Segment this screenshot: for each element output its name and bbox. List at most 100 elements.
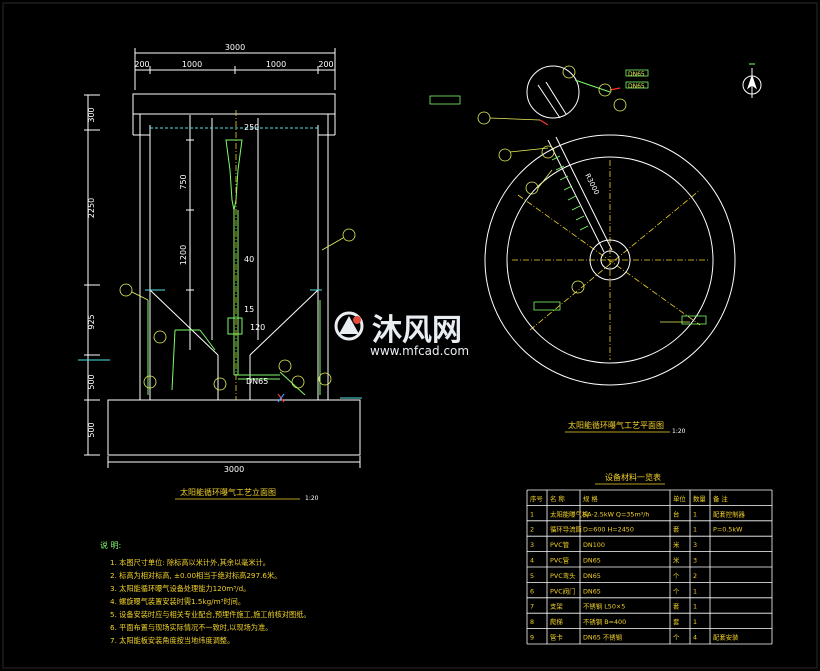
table-cell: 套 — [673, 617, 680, 626]
notes-block: 说 明: 1. 本图尺寸单位: 除标高以米计外,其余以毫米计。 2. 标高为相对… — [100, 540, 311, 645]
table-cell: 太阳能曝气机 — [550, 509, 589, 518]
plan-dim-radius: R3000 — [583, 172, 600, 196]
table-cell: 米 — [673, 556, 680, 565]
table-cell: 4 — [530, 557, 534, 565]
table-cell: 1 — [693, 510, 697, 518]
notes-heading: 说 明: — [100, 540, 121, 550]
dim-top-1: 200 — [134, 60, 149, 69]
dim-bottom: 3000 — [224, 465, 244, 474]
table-cell: PVC管 — [550, 540, 569, 549]
table-cell: 配套控制器 — [713, 509, 746, 518]
dim-top-3: 1000 — [266, 60, 286, 69]
table-cell: 爬梯 — [550, 617, 563, 626]
dim-top-2: 1000 — [182, 60, 202, 69]
notes-item-5: 5. 设备安装时应与相关专业配合,预埋件施工,施工前核对图纸。 — [110, 610, 311, 619]
dim-center-3: 1200 — [179, 245, 188, 265]
north-marker-icon — [747, 63, 757, 98]
dim-center-1: 250 — [244, 123, 259, 132]
table-cell: 配套安装 — [713, 633, 739, 642]
plan-label-boxes — [429, 69, 707, 325]
table-cell: 9 — [530, 634, 534, 642]
table-cell: 4 — [693, 634, 697, 642]
table-header-cell: 备 注 — [713, 494, 728, 503]
table-cell: PVC管 — [550, 556, 569, 565]
table-cell: 1 — [693, 603, 697, 611]
equipment-table-title: 设备材料一览表 — [605, 472, 661, 482]
table-cell: 1 — [693, 587, 697, 595]
plan-view — [484, 65, 762, 386]
table-cell: 8 — [530, 618, 534, 626]
table-cell: D=600 H=2450 — [583, 526, 634, 534]
dim-left-5: 500 — [87, 422, 96, 437]
notes-item-3: 3. 太阳能循环曝气设备处理能力120m³/d。 — [110, 584, 250, 593]
table-cell: 2 — [693, 572, 697, 580]
plan-label-dn65-a: DN65 — [628, 71, 645, 78]
table-cell: 米 — [673, 540, 680, 549]
dim-left-4: 500 — [87, 374, 96, 389]
table-cell: 套 — [673, 525, 680, 534]
table-cell: 3 — [693, 557, 697, 565]
table-cell: 6 — [530, 587, 534, 595]
dim-center-2: 750 — [179, 174, 188, 189]
plan-callouts — [477, 65, 690, 323]
front-view-scale: 1:20 — [305, 495, 319, 502]
dim-left-1: 300 — [87, 107, 96, 122]
table-cell: DN65 — [583, 572, 601, 580]
front-elevation — [84, 48, 361, 468]
table-cell: 个 — [673, 587, 680, 595]
dim-center-4: 40 — [244, 255, 254, 264]
table-header-cell: 名 称 — [550, 494, 565, 503]
table-cell: DN65 不锈钢 — [583, 633, 622, 642]
table-cell: DN65 — [583, 557, 601, 565]
dim-left-2: 2250 — [87, 198, 96, 218]
centerlines — [235, 110, 710, 400]
table-cell: 管卡 — [550, 633, 563, 642]
front-view-title: 太阳能循环曝气工艺立面图 — [180, 487, 276, 497]
watermark-logo: 沐风网 www.mfcad.com — [334, 311, 469, 358]
table-cell: 套 — [673, 602, 680, 611]
dim-center-5: 15 — [244, 305, 254, 314]
table-header-cell: 序号 — [530, 494, 543, 503]
table-cell: 7 — [530, 603, 534, 611]
table-cell: 个 — [673, 634, 680, 642]
table-cell: 个 — [673, 572, 680, 580]
table-cell: 1 — [693, 526, 697, 534]
front-callouts — [119, 228, 356, 391]
notes-item-7: 7. 太阳能板安装角度按当地纬度调整。 — [110, 636, 234, 645]
table-cell: DN100 — [583, 541, 605, 549]
table-cell: 1 — [530, 510, 534, 518]
plan-view-title: 太阳能循环曝气工艺平面图 — [568, 420, 664, 430]
table-cell: 支架 — [550, 602, 563, 611]
plan-view-scale: 1:20 — [672, 428, 686, 435]
plan-label-dn65-b: DN65 — [628, 83, 645, 90]
accents — [277, 87, 621, 403]
dim-center-7: DN65 — [246, 377, 268, 386]
table-cell: PVC阀门 — [550, 586, 575, 595]
front-dimension-texts: 3000 200 1000 1000 200 300 2250 925 500 … — [87, 43, 334, 474]
plan-arm-hatch — [551, 155, 589, 231]
table-cell: SA-2.5kW Q=35m³/h — [583, 510, 649, 518]
table-cell: 5 — [530, 572, 534, 580]
dim-top-4: 200 — [318, 60, 333, 69]
table-cell: DN65 — [583, 587, 601, 595]
table-cell: 3 — [530, 541, 534, 549]
notes-item-2: 2. 标高为相对标高, ±0.00相当于绝对标高297.6米。 — [110, 571, 281, 580]
table-cell: P=0.5kW — [713, 526, 743, 534]
table-cell: 1 — [693, 618, 697, 626]
table-cell: 2 — [530, 526, 534, 534]
table-cell: 台 — [673, 509, 679, 518]
table-cell: PVC弯头 — [550, 571, 576, 580]
water-lines — [78, 127, 362, 399]
table-cell: 3 — [693, 541, 697, 549]
table-header-cell: 规 格 — [583, 494, 598, 503]
dim-center-6: 120 — [250, 323, 265, 332]
table-cell: 不锈钢 B=400 — [583, 617, 626, 626]
notes-item-1: 1. 本图尺寸单位: 除标高以米计外,其余以毫米计。 — [110, 558, 270, 567]
notes-item-6: 6. 平面布置与现场实际情况不一致时,以现场为准。 — [110, 623, 272, 632]
table-cell: 循环导流筒 — [550, 525, 582, 534]
table-header-cell: 数量 — [693, 494, 706, 503]
dim-top-total: 3000 — [225, 43, 245, 52]
